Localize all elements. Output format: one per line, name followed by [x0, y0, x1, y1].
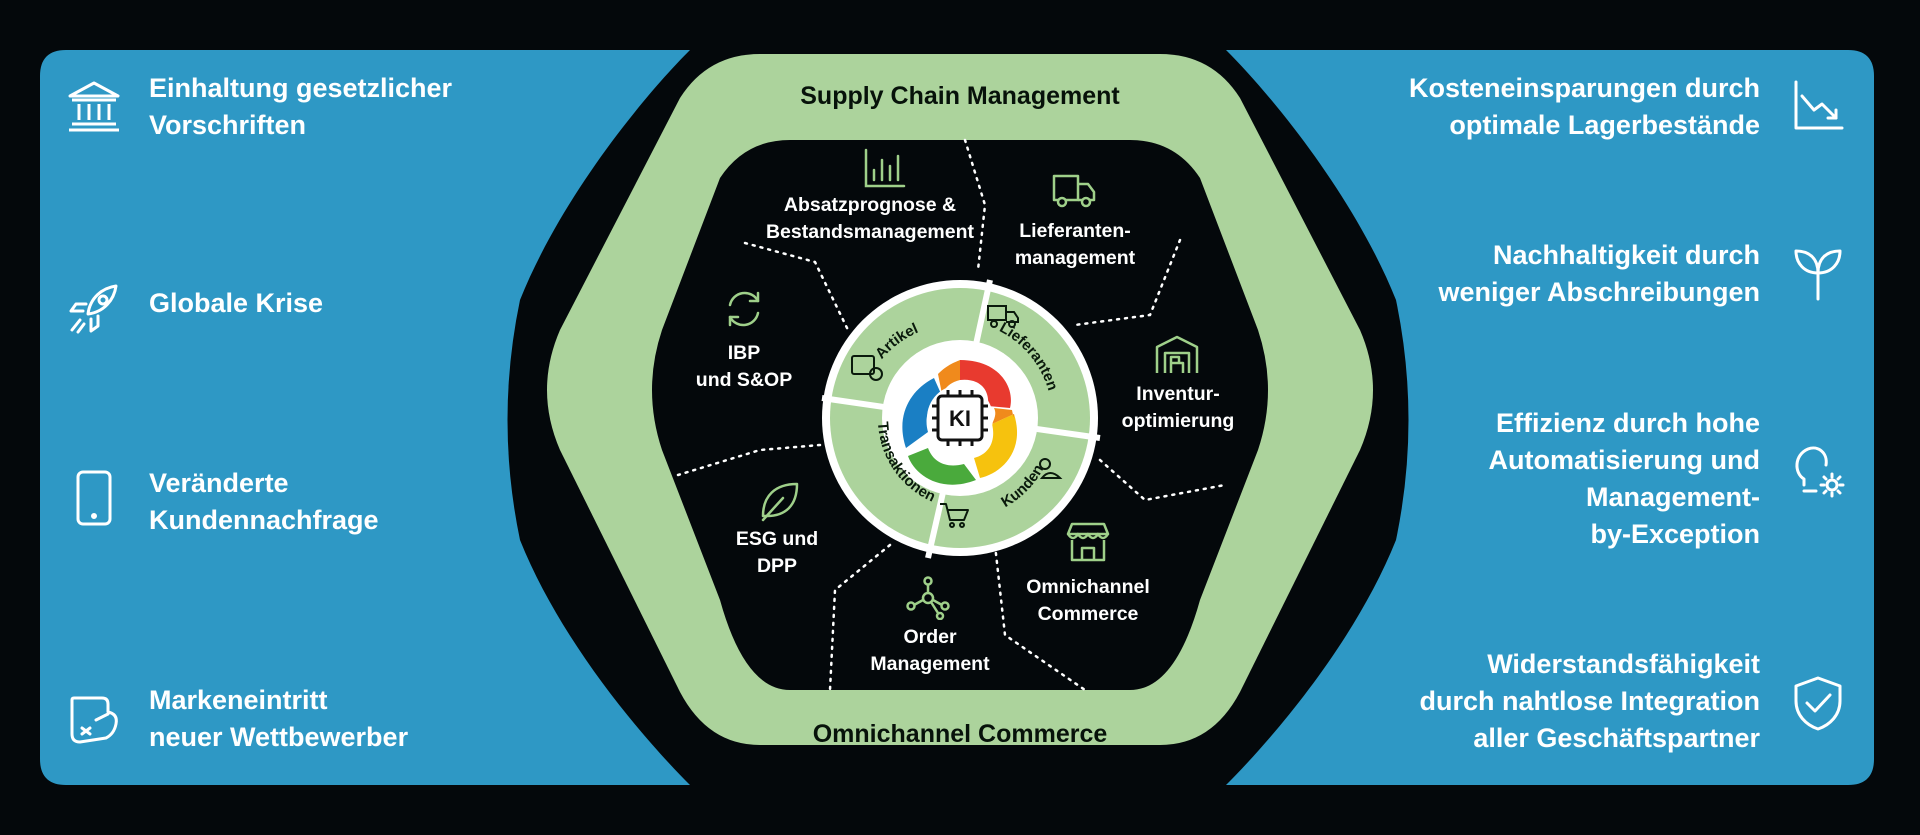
boxing-glove-icon	[70, 696, 118, 744]
left-panel	[40, 50, 690, 785]
warehouse-icon	[1155, 335, 1199, 373]
lightbulb-gear-icon	[1795, 446, 1845, 498]
segment-order-management: Order Management	[870, 626, 990, 675]
right-item-sustainability: Nachhaltigkeit durch weniger Abschreibun…	[1438, 240, 1760, 307]
sprout-icon	[1794, 249, 1842, 301]
core-circle: Artikel Lieferanten Kunden Transaktionen…	[821, 279, 1101, 559]
smartphone-icon	[76, 470, 112, 526]
left-item-new-competitors: Markeneintritt neuer Wettbewerber	[149, 685, 409, 752]
right-panel	[1226, 50, 1874, 785]
rocket-icon	[69, 284, 118, 334]
small-truck-icon	[987, 305, 1019, 328]
ki-label: KI	[949, 406, 971, 431]
storefront-icon	[1066, 522, 1110, 562]
bank-building-icon	[68, 81, 120, 132]
ki-logo: KI	[902, 360, 1018, 485]
segment-inventory-optimization: Inventur- optimierung	[1121, 383, 1235, 432]
bar-chart-icon	[864, 148, 906, 188]
shopping-cart-icon	[940, 503, 969, 528]
right-item-efficiency: Effizienz durch hohe Automatisierung und…	[1488, 408, 1761, 549]
leaf-icon	[761, 482, 799, 522]
right-item-resilience: Widerstandsfähigkeit durch nahtlose Inte…	[1419, 649, 1760, 753]
segment-supplier-management: Lieferanten- management	[1014, 220, 1136, 269]
segment-esg-dpp: ESG und DPP	[735, 528, 819, 577]
network-nodes-icon	[906, 576, 950, 620]
box-tag-icon	[851, 355, 883, 381]
chart-trend-down-icon	[1794, 80, 1844, 130]
left-item-global-crisis: Globale Krise	[149, 288, 324, 318]
left-item-customer-demand: Veränderte Kundennachfrage	[149, 468, 379, 535]
right-item-cost-savings: Kosteneinsparungen durch optimale Lagerb…	[1408, 73, 1760, 140]
shield-check-icon	[1794, 676, 1842, 731]
segment-ibp-sop: IBP und S&OP	[695, 342, 793, 391]
delivery-truck-icon	[1052, 174, 1096, 208]
segment-dividers	[676, 138, 1227, 692]
segment-omnichannel-commerce: Omnichannel Commerce	[1026, 576, 1150, 625]
left-item-compliance: Einhaltung gesetzlicher Vorschriften	[149, 73, 453, 140]
segment-forecasting: Absatzprognose & Bestandsmanagement	[765, 194, 975, 243]
ring-title-omnichannel: Omnichannel Commerce	[812, 720, 1108, 748]
ring-title-supply-chain: Supply Chain Management	[800, 82, 1120, 110]
refresh-cycle-icon	[728, 291, 760, 327]
customers-icon	[1039, 458, 1063, 479]
